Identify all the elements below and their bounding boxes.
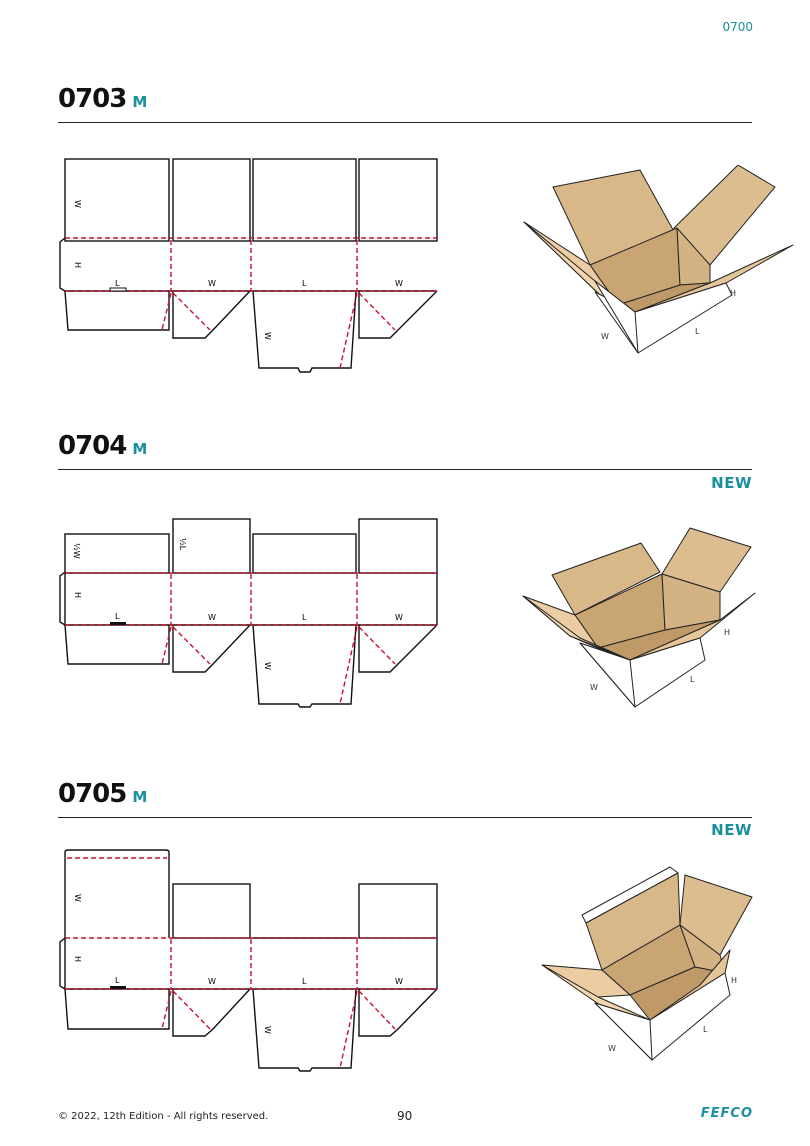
style-code: 0703 <box>58 84 127 114</box>
label-w: W <box>601 332 609 341</box>
label-w: W <box>395 977 403 986</box>
flat-diagram-0704: ½W ½L H L W L W W <box>59 518 438 708</box>
label-h: H <box>731 976 737 985</box>
label-w: W <box>208 279 216 288</box>
section-divider <box>58 817 752 818</box>
label-w: W <box>395 279 403 288</box>
style-title-0705: 0705 M <box>58 779 147 809</box>
label-w-flap: W <box>73 200 82 208</box>
label-w: W <box>208 977 216 986</box>
copyright-text: © 2022, 12th Edition - All rights reserv… <box>58 1111 269 1122</box>
box-illustration-0705: H L W <box>541 866 753 1061</box>
label-h: H <box>73 956 82 962</box>
label-w: W <box>608 1044 616 1053</box>
label-w-flap: W <box>73 894 82 902</box>
label-h: H <box>730 289 736 298</box>
style-suffix: M <box>132 440 148 458</box>
label-w-half: ½W <box>72 543 81 559</box>
style-code: 0704 <box>58 431 127 461</box>
label-w-flap: W <box>263 662 272 670</box>
label-l: L <box>115 612 120 621</box>
box-illustration-0704: H L W <box>522 527 756 708</box>
label-w-half: W <box>263 1026 272 1034</box>
label-l: L <box>703 1025 708 1034</box>
label-h: H <box>724 628 730 637</box>
label-l: L <box>302 977 307 986</box>
flat-diagram-0703: W H L W L W W <box>59 158 438 373</box>
flat-diagram-0705: W H L W L W W <box>59 849 438 1072</box>
label-h: H <box>73 592 82 598</box>
label-w: W <box>590 683 598 692</box>
style-title-0703: 0703 M <box>58 84 147 114</box>
new-badge: NEW <box>711 821 752 839</box>
fefco-logo: FEFCO <box>700 1106 753 1121</box>
style-title-0704: 0704 M <box>58 431 147 461</box>
box-illustration-0703: H L W <box>523 165 794 354</box>
label-w-half: W <box>263 332 272 340</box>
new-badge: NEW <box>711 474 752 492</box>
label-l: L <box>115 976 120 985</box>
section-divider <box>58 469 752 470</box>
label-w: W <box>395 613 403 622</box>
label-l: L <box>302 613 307 622</box>
page-number: 90 <box>397 1109 413 1123</box>
label-l: L <box>695 327 700 336</box>
section-number: 0700 <box>722 20 753 34</box>
style-suffix: M <box>132 788 148 806</box>
label-l: L <box>302 279 307 288</box>
section-divider <box>58 122 752 123</box>
style-suffix: M <box>132 93 148 111</box>
label-l: L <box>115 279 120 288</box>
label-l-half: ½L <box>178 538 187 551</box>
label-w: W <box>208 613 216 622</box>
label-h: H <box>73 262 82 268</box>
label-l: L <box>690 675 695 684</box>
style-code: 0705 <box>58 779 127 809</box>
